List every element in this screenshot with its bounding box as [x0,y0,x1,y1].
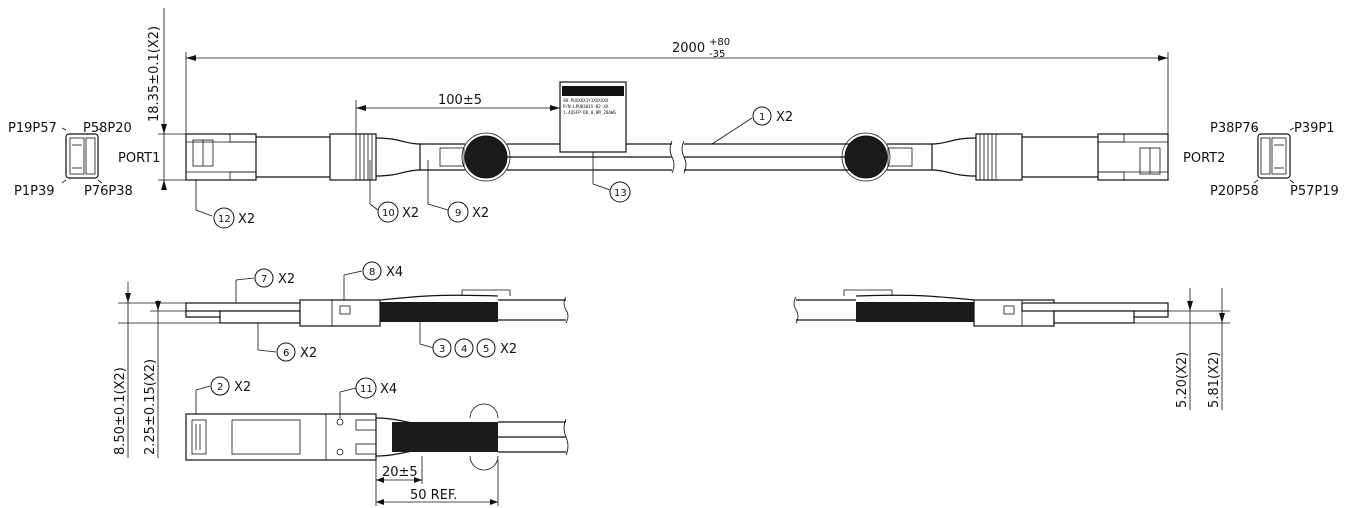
callout-1: 1 X2 [711,106,793,145]
length-tol-minus: -35 [709,49,725,60]
svg-text:9: 9 [455,208,461,219]
callout-2: 2 X2 [195,376,251,414]
svg-text:X2: X2 [500,342,517,357]
left-mating-face [61,127,103,184]
right-dim-a-value: 5.20(X2) [1175,352,1190,408]
callout-345: 3 4 5 X2 [419,322,517,358]
port1-label: PORT1 [118,151,160,166]
svg-text:8: 8 [369,267,375,278]
svg-text:X2: X2 [234,380,251,395]
bottom-dimensions: 20±5 50 REF. [375,456,499,506]
svg-text:12: 12 [218,214,231,225]
svg-text:5: 5 [483,344,489,355]
port2-label: PORT2 [1183,151,1225,166]
pin-label-right-bl: P20P58 [1210,184,1259,199]
pin-label-left-br: P76P38 [84,184,133,199]
height-value: 18.35±0.1(X2) [147,26,162,122]
svg-text:X2: X2 [300,346,317,361]
callout-11: 11 X4 [339,377,397,418]
svg-text:2: 2 [217,382,223,393]
label-line-1: SN:PUXXXX1Y1XXXXXX [563,98,609,103]
pin-label-left-bl: P1P39 [14,184,55,199]
side-offset-value: 2.25±0.15(X2) [143,359,158,455]
svg-text:X4: X4 [386,265,403,280]
left-strain-relief-top [329,132,511,182]
side-view-left [185,289,569,327]
cable-label-13: SN:PUXXXX1Y1XXXXXX P/N:LPU03015-02-XX 1.… [559,81,627,153]
overall-length-dimension: 2000 +80 -35 [185,37,1169,134]
side-dimension-right: 5.20(X2) 5.81(X2) [1134,288,1230,410]
svg-text:1: 1 [759,112,765,123]
svg-text:11: 11 [360,384,373,395]
svg-text:X2: X2 [278,272,295,287]
svg-text:X4: X4 [380,382,397,397]
label-offset-dimension: 100±5 [355,93,560,134]
callout-7: 7 X2 [235,268,295,303]
ref-length-value: 50 REF. [410,488,457,503]
cable-top-left [507,140,850,174]
pin-label-left-tl: P19P57 [8,121,57,136]
left-connector-top [185,133,330,181]
svg-text:4: 4 [461,344,467,355]
strain-length-value: 20±5 [382,465,418,480]
svg-text:X2: X2 [472,206,489,221]
callout-12: 12 X2 [195,180,255,229]
pin-label-left-tr: P58P20 [83,121,132,136]
svg-text:X2: X2 [402,206,419,221]
svg-text:3: 3 [439,344,445,355]
callout-10: 10 X2 [369,160,419,223]
callout-8: 8 X4 [343,261,403,300]
side-thickness-value: 8.50±0.1(X2) [113,367,128,455]
right-connector-top [1097,133,1169,181]
pin-label-right-tr: P39P1 [1294,121,1335,136]
right-mating-face [1253,127,1295,184]
bottom-view-connector [185,403,569,471]
right-strain-relief-top [841,132,1098,182]
svg-text:X2: X2 [776,110,793,125]
length-value: 2000 [672,41,705,56]
pin-label-right-br: P57P19 [1290,184,1339,199]
callout-6: 6 X2 [257,323,317,362]
side-view-right [793,289,1169,327]
callout-13: 13 [592,152,631,203]
svg-text:10: 10 [382,208,395,219]
svg-text:13: 13 [614,188,627,199]
side-dimension-left: 8.50±0.1(X2) 2.25±0.15(X2) [113,282,220,458]
svg-text:6: 6 [283,348,289,359]
label-offset-value: 100±5 [438,93,482,108]
svg-text:7: 7 [261,274,267,285]
pin-label-right-tl: P38P76 [1210,121,1259,136]
height-dimension-left: 18.35±0.1(X2) [147,8,186,190]
svg-text:X2: X2 [238,212,255,227]
label-line-2: P/N:LPU03015-02-XX [563,104,609,109]
label-line-3: 1.4QSFP-DD_0.0M_28AWG [563,110,616,115]
right-dim-b-value: 5.81(X2) [1207,352,1222,408]
length-tol-plus: +80 [709,37,730,48]
callout-9: 9 X2 [427,160,489,223]
